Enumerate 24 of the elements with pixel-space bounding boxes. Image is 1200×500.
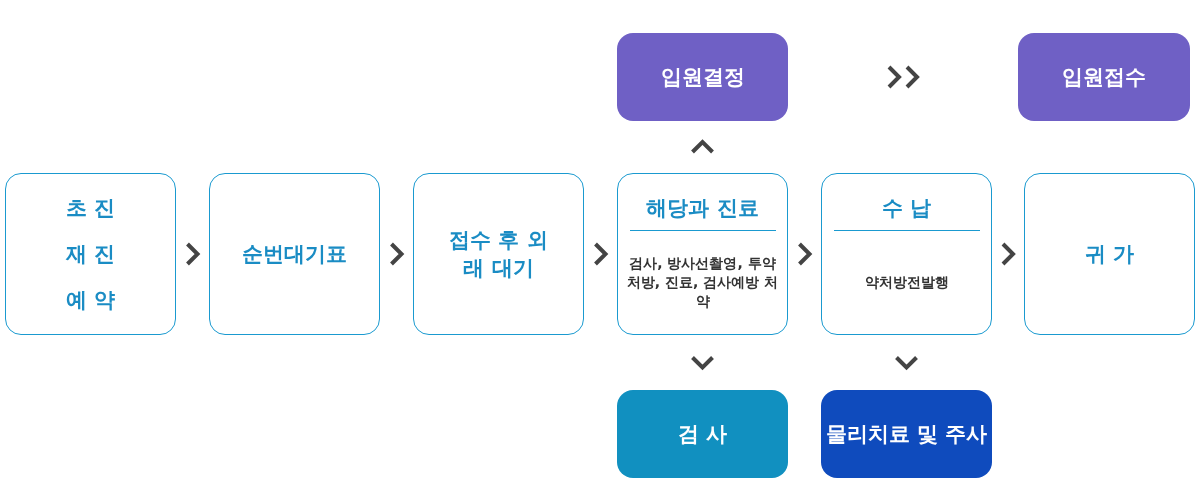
process-box <box>5 173 176 335</box>
box-label: 입원결정 <box>660 64 745 91</box>
box-label: 예 약 <box>65 287 116 314</box>
process-box <box>413 173 584 335</box>
box-heading: 수 납 <box>833 190 980 231</box>
box-label: 초 진 <box>65 195 116 222</box>
box-text: 약처방전발행 <box>863 273 950 292</box>
box-text: 검사, 방사선촬영, 투약처방, 진료, 검사예방 처약 <box>625 254 780 311</box>
step-box <box>617 33 788 121</box>
box-label: 재 진 <box>65 241 116 268</box>
box-label: 귀 가 <box>1083 241 1136 268</box>
box-label: 입원접수 <box>1062 64 1146 91</box>
box-label: 검 사 <box>677 421 728 448</box>
step-box <box>821 390 992 478</box>
process-box <box>617 173 788 335</box>
step-box <box>1018 33 1190 121</box>
box-heading: 해당과 진료 <box>629 190 776 231</box>
process-box <box>821 173 992 335</box>
process-box <box>209 173 380 335</box>
box-label: 물리치료 및 주사 <box>825 421 988 448</box>
step-box <box>617 390 788 478</box>
box-label: 접수 후 외래 대기 <box>448 227 549 282</box>
process-box <box>1024 173 1195 335</box>
box-label: 순번대기표 <box>241 241 348 268</box>
